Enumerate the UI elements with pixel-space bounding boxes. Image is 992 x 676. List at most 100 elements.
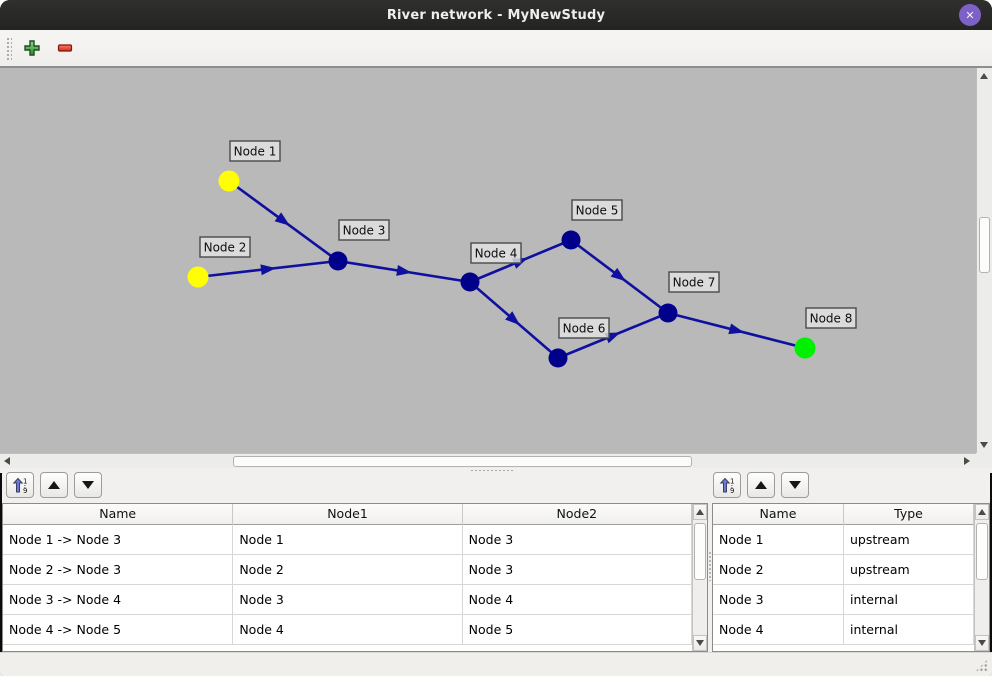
scroll-up-icon[interactable] bbox=[980, 73, 988, 79]
node-node-3[interactable] bbox=[328, 251, 348, 271]
table-cell[interactable]: Node 4 bbox=[463, 585, 692, 614]
node-node-1[interactable] bbox=[218, 170, 240, 192]
table-cell[interactable]: Node 4 bbox=[233, 615, 463, 644]
column-header[interactable]: Node1 bbox=[233, 504, 463, 525]
svg-text:Node 7: Node 7 bbox=[673, 276, 716, 290]
edges-table-scrollbar[interactable] bbox=[692, 504, 707, 651]
close-icon: ✕ bbox=[965, 8, 975, 22]
table-cell[interactable]: upstream bbox=[844, 555, 974, 584]
edge-arrow-icon bbox=[610, 267, 626, 282]
svg-text:9: 9 bbox=[23, 487, 27, 494]
node-node-8[interactable] bbox=[794, 337, 816, 359]
svg-text:Node 1: Node 1 bbox=[234, 145, 277, 159]
column-header[interactable]: Type bbox=[844, 504, 974, 525]
node-node-5[interactable] bbox=[561, 230, 581, 250]
table-cell[interactable]: Node 3 bbox=[713, 585, 844, 614]
svg-text:1: 1 bbox=[23, 477, 27, 485]
table-cell[interactable]: Node 1 bbox=[713, 525, 844, 554]
scroll-down-button[interactable] bbox=[975, 635, 989, 651]
edges-move-up-button[interactable] bbox=[40, 472, 68, 498]
node-node-4[interactable] bbox=[460, 272, 480, 292]
node-label-node-5[interactable]: Node 5 bbox=[571, 199, 623, 221]
table-cell[interactable]: Node 2 -> Node 3 bbox=[3, 555, 234, 584]
table-cell[interactable]: Node 4 -> Node 5 bbox=[3, 615, 234, 644]
vertical-scrollbar-thumb[interactable] bbox=[979, 217, 990, 273]
node-label-node-4[interactable]: Node 4 bbox=[470, 242, 522, 264]
sort-ascending-icon: 1 9 bbox=[719, 477, 734, 494]
node-label-node-6[interactable]: Node 6 bbox=[558, 317, 610, 339]
table-cell[interactable]: Node 1 -> Node 3 bbox=[3, 525, 234, 554]
titlebar[interactable]: River network - MyNewStudy ✕ bbox=[0, 0, 992, 30]
scrollbar-corner bbox=[976, 453, 992, 468]
vertical-splitter[interactable] bbox=[708, 551, 713, 581]
scroll-right-icon[interactable] bbox=[964, 457, 970, 465]
edge-arrow-icon bbox=[396, 264, 412, 276]
table-cell[interactable]: Node 5 bbox=[463, 615, 692, 644]
node-label-node-1[interactable]: Node 1 bbox=[229, 140, 281, 162]
canvas-horizontal-scrollbar[interactable] bbox=[0, 453, 976, 468]
nodes-table-scrollbar[interactable] bbox=[974, 504, 989, 651]
table-cell[interactable]: Node 3 bbox=[233, 585, 463, 614]
network-svg: Node 1 Node 2 Node 3 Node 4 Node 5 Node 6 Node… bbox=[187, 140, 857, 368]
arrow-up-icon bbox=[48, 481, 60, 489]
remove-node-button[interactable] bbox=[53, 36, 77, 60]
table-cell[interactable]: Node 2 bbox=[233, 555, 463, 584]
node-node-7[interactable] bbox=[658, 303, 678, 323]
table-cell[interactable]: internal bbox=[844, 585, 974, 614]
table-cell[interactable]: internal bbox=[844, 615, 974, 644]
horizontal-splitter[interactable] bbox=[0, 468, 992, 473]
splitter-grip-icon bbox=[470, 469, 514, 472]
table-cell[interactable]: Node 3 -> Node 4 bbox=[3, 585, 234, 614]
horizontal-scrollbar-thumb[interactable] bbox=[233, 456, 692, 467]
node-label-node-7[interactable]: Node 7 bbox=[668, 271, 720, 293]
toolbar-drag-handle[interactable] bbox=[5, 36, 12, 60]
node-node-6[interactable] bbox=[548, 348, 568, 368]
scroll-up-button[interactable] bbox=[975, 504, 989, 520]
nodes-sort-button[interactable]: 1 9 bbox=[713, 472, 741, 498]
edge-arrow-icon bbox=[505, 311, 521, 326]
column-header[interactable]: Name bbox=[713, 504, 844, 525]
nodes-move-down-button[interactable] bbox=[781, 472, 809, 498]
node-label-node-8[interactable]: Node 8 bbox=[805, 307, 857, 329]
scroll-down-icon[interactable] bbox=[980, 442, 988, 448]
table-cell[interactable]: Node 4 bbox=[713, 615, 844, 644]
node-label-node-2[interactable]: Node 2 bbox=[199, 236, 251, 258]
edges-sort-button[interactable]: 1 9 bbox=[6, 472, 34, 498]
scroll-down-button[interactable] bbox=[693, 635, 707, 651]
table-cell[interactable]: upstream bbox=[844, 525, 974, 554]
canvas-vertical-scrollbar[interactable] bbox=[976, 68, 992, 453]
add-node-button[interactable] bbox=[20, 36, 44, 60]
node-label-node-3[interactable]: Node 3 bbox=[338, 219, 390, 241]
table-cell[interactable]: Node 2 bbox=[713, 555, 844, 584]
edge-arrow-icon bbox=[728, 323, 745, 335]
scrollbar-thumb[interactable] bbox=[694, 523, 706, 580]
column-header[interactable]: Name bbox=[3, 504, 234, 525]
table-cell[interactable]: Node 3 bbox=[463, 525, 692, 554]
node-node-2[interactable] bbox=[187, 266, 209, 288]
column-header[interactable]: Node2 bbox=[463, 504, 692, 525]
nodes-move-up-button[interactable] bbox=[747, 472, 775, 498]
scrollbar-thumb[interactable] bbox=[976, 523, 988, 580]
svg-text:Node 3: Node 3 bbox=[343, 224, 386, 238]
resize-grip[interactable] bbox=[975, 659, 988, 672]
close-button[interactable]: ✕ bbox=[959, 4, 981, 26]
network-canvas[interactable]: Node 1 Node 2 Node 3 Node 4 Node 5 Node 6 Node… bbox=[0, 68, 976, 453]
scroll-up-button[interactable] bbox=[693, 504, 707, 520]
svg-text:1: 1 bbox=[730, 477, 734, 485]
scroll-left-icon[interactable] bbox=[4, 457, 10, 465]
edges-move-down-button[interactable] bbox=[74, 472, 102, 498]
table-cell[interactable]: Node 3 bbox=[463, 555, 692, 584]
table-cell[interactable]: Node 1 bbox=[233, 525, 463, 554]
